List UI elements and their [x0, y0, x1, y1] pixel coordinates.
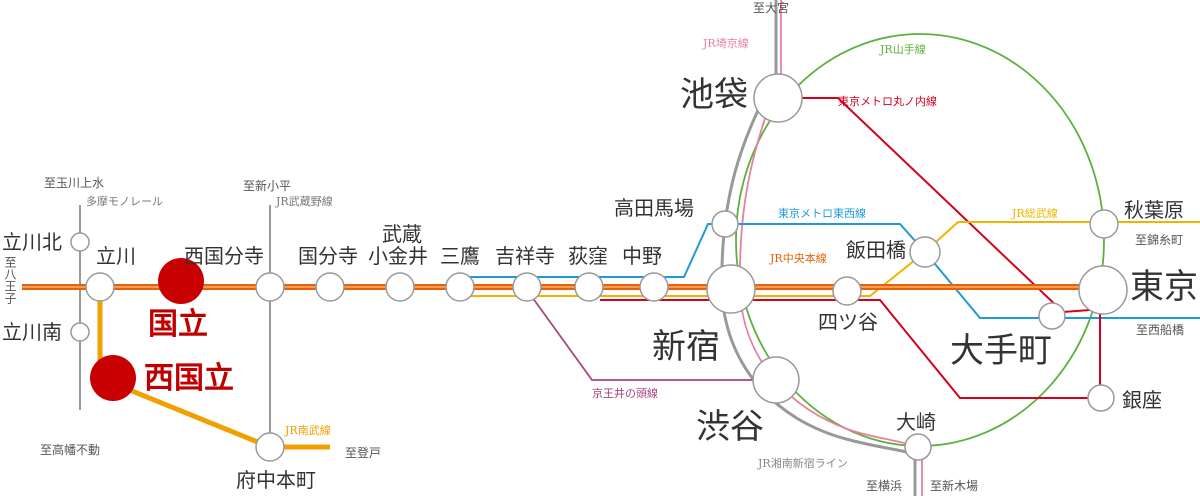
label-takadanobaba: 高田馬場 — [614, 196, 694, 220]
station-musashikoganei[interactable] — [385, 272, 415, 302]
dest-takahatafudo: 至高幡不動 — [40, 443, 101, 457]
label-osaki: 大崎 — [896, 410, 936, 434]
dest-omiya: 至大宮 — [753, 1, 790, 15]
station-tachikawa[interactable] — [85, 272, 115, 302]
label-shibuya: 渋谷 — [696, 407, 764, 447]
label-kunitachi: 国立 — [148, 307, 208, 342]
station-akihabara[interactable] — [1089, 209, 1119, 239]
label-shinjuku: 新宿 — [652, 327, 720, 367]
station-mitaka[interactable] — [445, 272, 475, 302]
station-tachikawa-kita[interactable] — [70, 232, 90, 252]
station-osaki[interactable] — [904, 433, 932, 461]
label-mitaka: 三鷹 — [440, 244, 480, 268]
label-saikyo-line: JR埼京線 — [703, 37, 749, 50]
label-marunouchi-line: 東京メトロ丸ノ内線 — [838, 95, 937, 108]
dest-kinshicho: 至錦糸町 — [1135, 233, 1184, 247]
shonan-shinjuku-line — [720, 0, 917, 496]
station-shibuya[interactable] — [752, 356, 800, 404]
stations — [70, 73, 1128, 462]
label-tozai-line: 東京メトロ東西線 — [778, 207, 866, 220]
tozai-line — [460, 223, 1200, 319]
label-musashi: 武蔵 — [382, 222, 422, 246]
label-tokyo: 東京 — [1130, 267, 1198, 307]
dest-shinkiba: 至新木場 — [930, 479, 979, 493]
label-fuchuhonmachi: 府中本町 — [236, 468, 316, 492]
dest-noborito: 至登戸 — [345, 446, 382, 460]
station-ginza[interactable] — [1087, 384, 1115, 412]
label-tachikawa-kita: 立川北 — [2, 230, 62, 254]
label-tachikawa: 立川 — [96, 244, 136, 268]
station-shinjuku[interactable] — [706, 264, 756, 314]
station-nishikunitachi[interactable] — [90, 355, 136, 401]
station-ogikubo[interactable] — [574, 272, 604, 302]
station-otemachi[interactable] — [1038, 302, 1066, 330]
label-chuo-line: JR中央本線 — [770, 252, 827, 265]
label-koganei: 小金井 — [368, 244, 428, 268]
dest-nishifunabashi: 至西船橋 — [1136, 323, 1185, 337]
station-nishikokubunji[interactable] — [255, 272, 285, 302]
label-inokashira-line: 京王井の頭線 — [592, 387, 658, 400]
dest-yokohama: 至横浜 — [866, 479, 903, 493]
label-tama-monorail: 多摩モノレール — [86, 195, 163, 208]
marunouchi-line — [800, 97, 1091, 314]
station-nakano[interactable] — [639, 272, 669, 302]
saikyo-line — [738, 0, 923, 496]
label-tachikawa-minami: 立川南 — [2, 320, 62, 344]
label-otemachi: 大手町 — [950, 331, 1052, 371]
station-kichijoji[interactable] — [512, 272, 542, 302]
label-musashino-line: JR武蔵野線 — [276, 195, 333, 208]
station-tokyo[interactable] — [1078, 265, 1128, 315]
station-takadanobaba[interactable] — [711, 210, 739, 238]
label-ogikubo: 荻窪 — [568, 244, 608, 268]
station-kokubunji[interactable] — [315, 272, 345, 302]
label-nambu-line: JR南武線 — [285, 424, 331, 437]
inokashira-line — [526, 289, 760, 381]
label-shonan-shinjuku-line: JR湘南新宿ライン — [758, 457, 848, 470]
dest-shinkodaira: 至新小平 — [243, 179, 292, 193]
label-yamanote-line: JR山手線 — [880, 43, 926, 56]
label-ikebukuro: 池袋 — [680, 75, 748, 115]
label-kokubunji: 国分寺 — [298, 244, 358, 268]
station-yotsuya[interactable] — [832, 276, 862, 306]
label-nishikunitachi: 西国立 — [144, 361, 234, 396]
station-iidabashi[interactable] — [909, 236, 941, 268]
label-yotsuya: 四ツ谷 — [818, 310, 878, 334]
label-nishikokubunji: 西国分寺 — [184, 244, 264, 268]
label-sobu-line: JR総武線 — [1012, 207, 1058, 220]
station-kunitachi[interactable] — [158, 258, 204, 304]
station-tachikawa-minami[interactable] — [70, 322, 90, 342]
label-iidabashi: 飯田橋 — [846, 238, 906, 262]
station-fuchuhonmachi[interactable] — [255, 432, 285, 462]
label-akihabara: 秋葉原 — [1124, 198, 1184, 222]
dest-hachioji: 至八王子 — [3, 256, 17, 304]
label-ginza: 銀座 — [1122, 388, 1162, 412]
dest-tamagawajosui: 至玉川上水 — [44, 176, 105, 190]
station-ikebukuro[interactable] — [753, 73, 803, 123]
label-kichijoji: 吉祥寺 — [495, 244, 555, 268]
label-nakano: 中野 — [622, 244, 662, 268]
